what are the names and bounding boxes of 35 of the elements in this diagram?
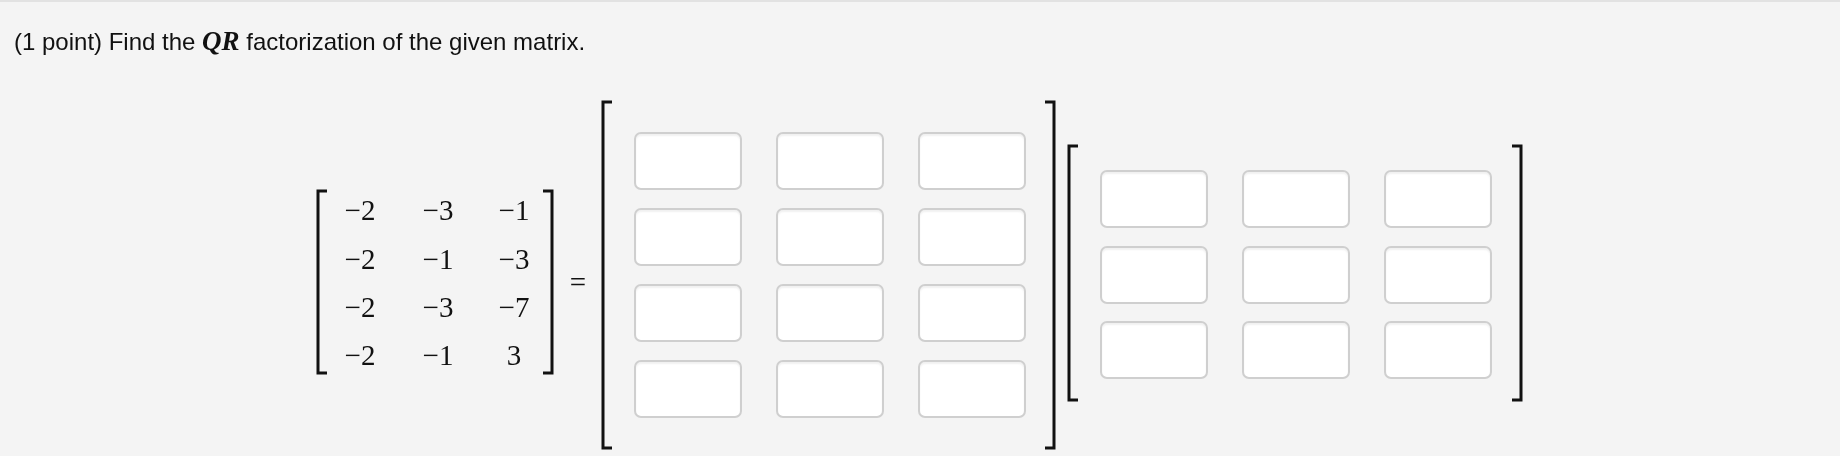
matrix-entry: −3 bbox=[422, 195, 454, 225]
answer-field bbox=[776, 360, 884, 418]
equals-sign: = bbox=[569, 267, 587, 297]
matrix-entry: −1 bbox=[422, 244, 454, 274]
answer-field bbox=[918, 208, 1026, 266]
matrix-entry: −2 bbox=[344, 340, 376, 370]
matrix-entry: −1 bbox=[422, 340, 454, 370]
answer-field bbox=[1242, 170, 1350, 228]
answer-field bbox=[1100, 245, 1208, 304]
answer-field bbox=[1384, 170, 1492, 228]
answer-field bbox=[1384, 245, 1492, 304]
answer-field bbox=[1100, 170, 1208, 228]
answer-field bbox=[1100, 321, 1208, 379]
matrix-entry: −1 bbox=[498, 195, 530, 225]
matrix-entry: −3 bbox=[498, 244, 530, 274]
answer-field bbox=[634, 208, 742, 266]
answer-field bbox=[634, 284, 742, 342]
answer-field bbox=[1242, 245, 1350, 304]
answer-field bbox=[918, 360, 1026, 418]
matrix-entry: −2 bbox=[344, 195, 376, 225]
matrix-entry: −3 bbox=[422, 292, 454, 322]
answer-field bbox=[776, 208, 884, 266]
answer-field bbox=[918, 132, 1026, 190]
matrix-entry: −2 bbox=[344, 244, 376, 274]
answer-field bbox=[776, 284, 884, 342]
answer-field bbox=[1384, 321, 1492, 379]
matrix-entry: 3 bbox=[506, 340, 522, 370]
answer-field bbox=[634, 360, 742, 418]
answer-field bbox=[634, 132, 742, 190]
answer-field bbox=[776, 132, 884, 190]
answer-field bbox=[1242, 321, 1350, 379]
matrix-entry: −7 bbox=[498, 292, 530, 322]
question-text: (1 point) Find the QR factorization of the given matrix. bbox=[14, 26, 586, 57]
matrix-entry: −2 bbox=[344, 292, 376, 322]
answer-field bbox=[918, 284, 1026, 342]
